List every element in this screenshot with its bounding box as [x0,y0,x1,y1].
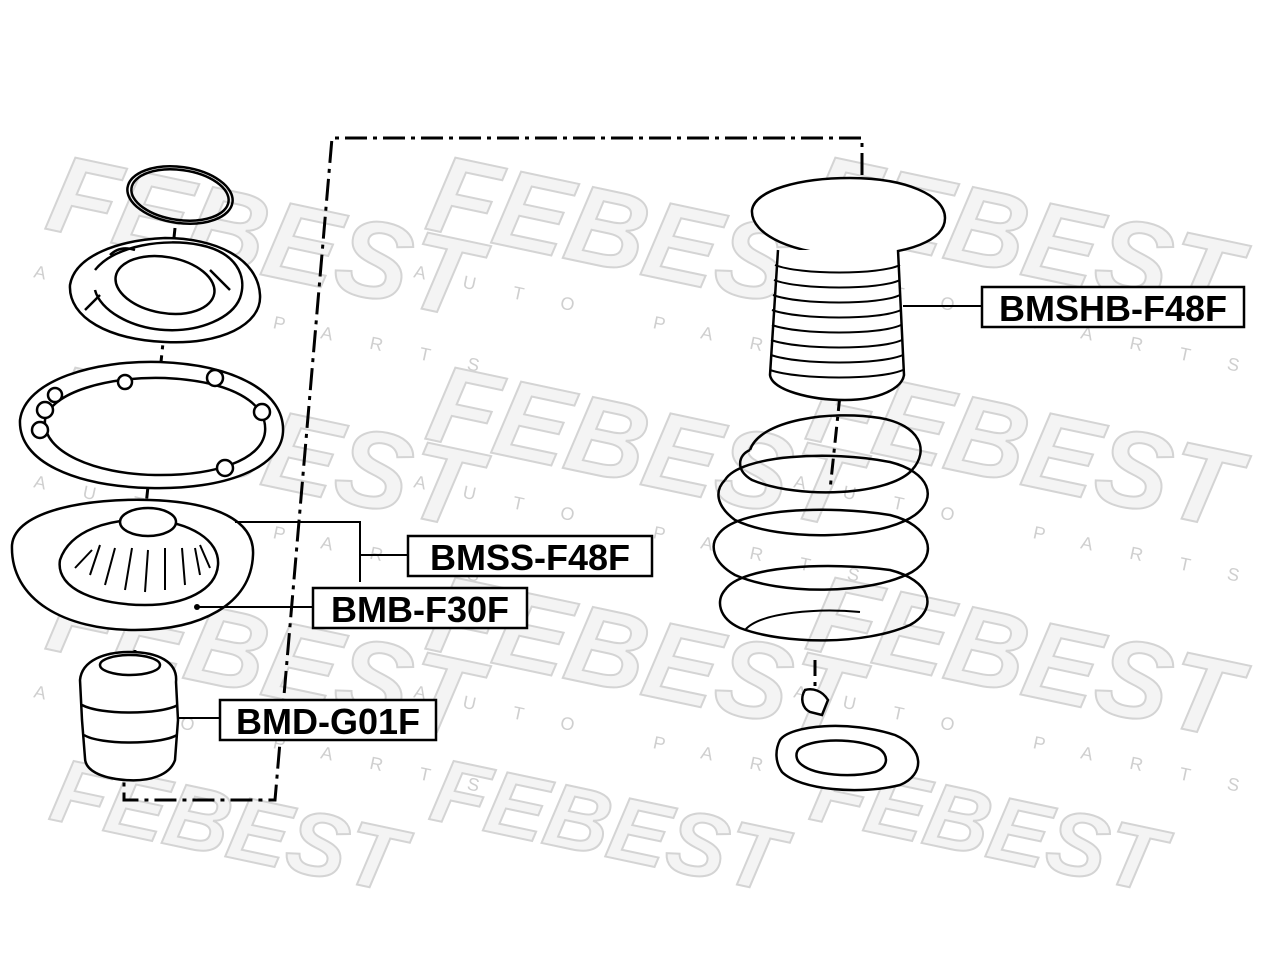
label-text-bmd: BMD-G01F [236,701,420,742]
label-box-bmshb [980,285,1246,329]
gasket [18,360,285,490]
label-bmb[interactable]: BMB-F30F [311,586,529,630]
upper-spring-seat [68,236,262,344]
label-text-bmb: BMB-F30F [331,589,509,630]
strut-mount [10,498,255,632]
label-text-bmss: BMSS-F48F [430,537,630,578]
dust-boot [750,176,947,402]
leader-bmss [235,521,408,556]
label-box-bmd [218,698,438,742]
lower-spring-pad [775,688,920,792]
label-box-bmb [311,586,529,630]
bump-stop [78,650,180,782]
assembly-lines [122,136,864,802]
leader-dot-bmb [194,604,200,610]
leader-lines [178,305,982,719]
label-bmss[interactable]: BMSS-F48F [406,534,654,578]
label-bmshb[interactable]: BMSHB-F48F [980,285,1246,329]
label-text-bmshb: BMSHB-F48F [999,288,1227,329]
label-box-bmss [406,534,654,578]
right-axis-mid [828,394,842,491]
dashed-connector-top [122,136,864,802]
label-bmd[interactable]: BMD-G01F [218,698,438,742]
coil-spring [712,414,930,642]
o-ring [126,165,234,225]
